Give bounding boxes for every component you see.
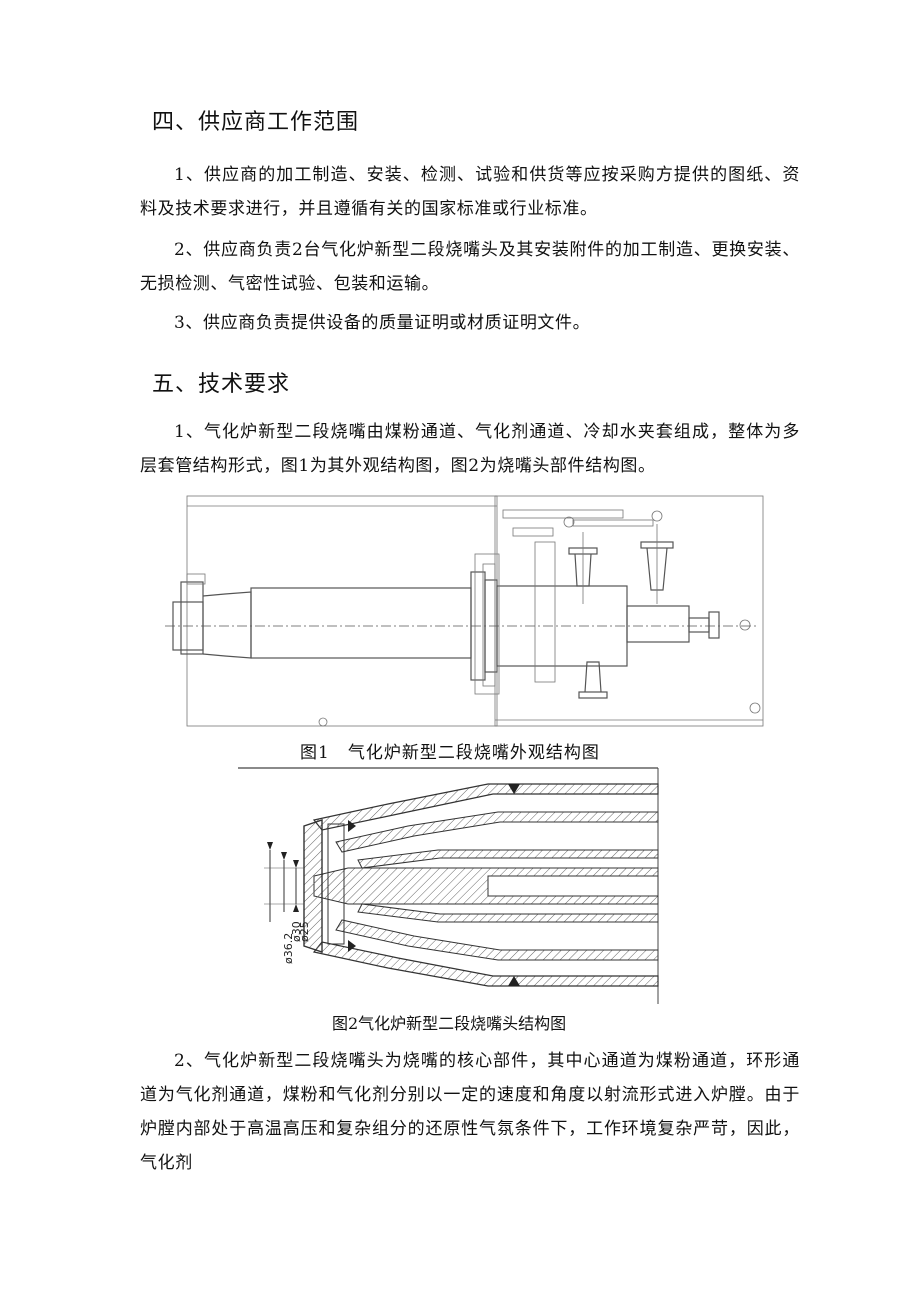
section-5-item-2: 2、气化炉新型二段烧嘴头为烧嘴的核心部件，其中心通道为煤粉通道，环形通道为气化剂… (140, 1051, 800, 1173)
dim-30: ø30 (290, 921, 303, 942)
section-4-heading: 四、供应商工作范围 (152, 110, 360, 135)
figure-1-caption: 图1 气化炉新型二段烧嘴外观结构图 (300, 743, 600, 763)
figure-1-drawing (165, 495, 764, 727)
section-4-item-2: 2、供应商负责2台气化炉新型二段烧嘴头及其安装附件的加工制造、更换安装、无损检测… (140, 240, 800, 294)
figure-2-drawing: ø36.2 ø30 ø25 (238, 767, 659, 1004)
section-5-heading: 五、技术要求 (152, 372, 291, 397)
figure-2-caption: 图2气化炉新型二段烧嘴头结构图 (332, 1014, 567, 1033)
section-5-item-1: 1、气化炉新型二段烧嘴由煤粉通道、气化剂通道、冷却水夹套组成，整体为多层套管结构… (140, 422, 800, 476)
dim-25: ø25 (298, 921, 311, 942)
dim-36-2: ø36.2 (282, 933, 295, 964)
section-4-item-3: 3、供应商负责提供设备的质量证明或材质证明文件。 (174, 313, 591, 333)
section-4-item-1: 1、供应商的加工制造、安装、检测、试验和供货等应按采购方提供的图纸、资料及技术要… (140, 165, 800, 219)
